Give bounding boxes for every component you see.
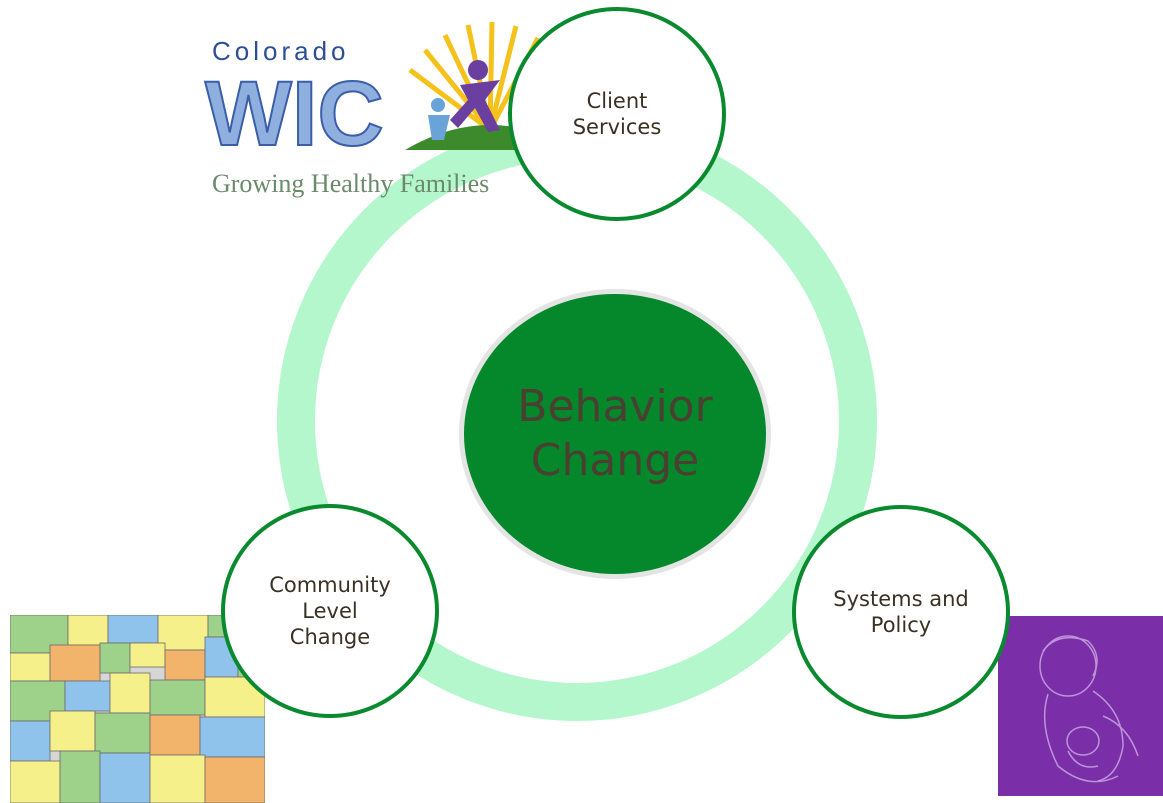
- colorado-wic-logo: Colorado WIC Growing Healthy Families: [204, 21, 575, 198]
- client-node-line2: Services: [572, 115, 662, 139]
- colorado-county-map-image: [10, 615, 265, 803]
- logo-acronym-text: WIC: [205, 63, 384, 165]
- mother-child-sketch-icon: [1039, 635, 1139, 783]
- client-services-node: Client Services: [508, 7, 726, 221]
- systems-node-line2: Policy: [870, 613, 932, 637]
- community-node-line1: Community: [269, 573, 391, 597]
- client-node-line1: Client: [586, 89, 648, 113]
- community-level-change-node: Community Level Change: [221, 504, 439, 718]
- mother-child-image: [998, 616, 1163, 796]
- logo-tagline-text: Growing Healthy Families: [212, 169, 489, 198]
- community-node-line2: Level: [302, 599, 358, 623]
- systems-and-policy-node: Systems and Policy: [792, 505, 1010, 719]
- sun-rays-icon: [408, 21, 541, 132]
- community-node-line3: Change: [289, 625, 371, 649]
- behavior-change-circle: Behavior Change: [459, 289, 771, 579]
- center-title-line2: Change: [530, 435, 700, 486]
- systems-node-line1: Systems and: [833, 587, 969, 611]
- center-title-line1: Behavior: [517, 381, 713, 432]
- logo-state-text: Colorado: [212, 36, 350, 66]
